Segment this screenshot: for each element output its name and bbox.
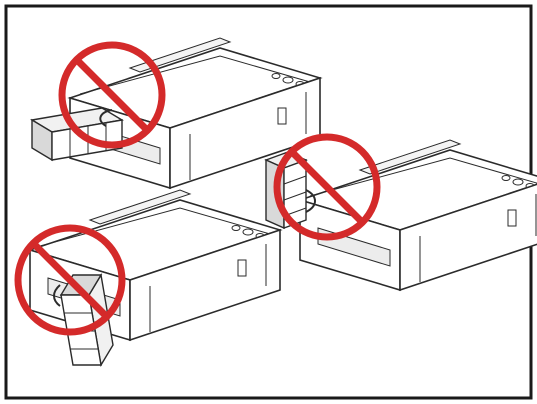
prohibited-sign-1-icon xyxy=(58,41,166,149)
ink-tube-2 xyxy=(53,284,61,307)
printer-panel-1 xyxy=(31,37,321,189)
printer-panel-3 xyxy=(264,133,537,291)
printer-panel-2 xyxy=(14,189,281,366)
prohibited-sign-2-icon xyxy=(14,224,126,336)
ink-tube-1 xyxy=(99,109,113,127)
prohibited-sign-3-icon xyxy=(273,133,381,241)
ink-tube-3 xyxy=(305,189,316,213)
